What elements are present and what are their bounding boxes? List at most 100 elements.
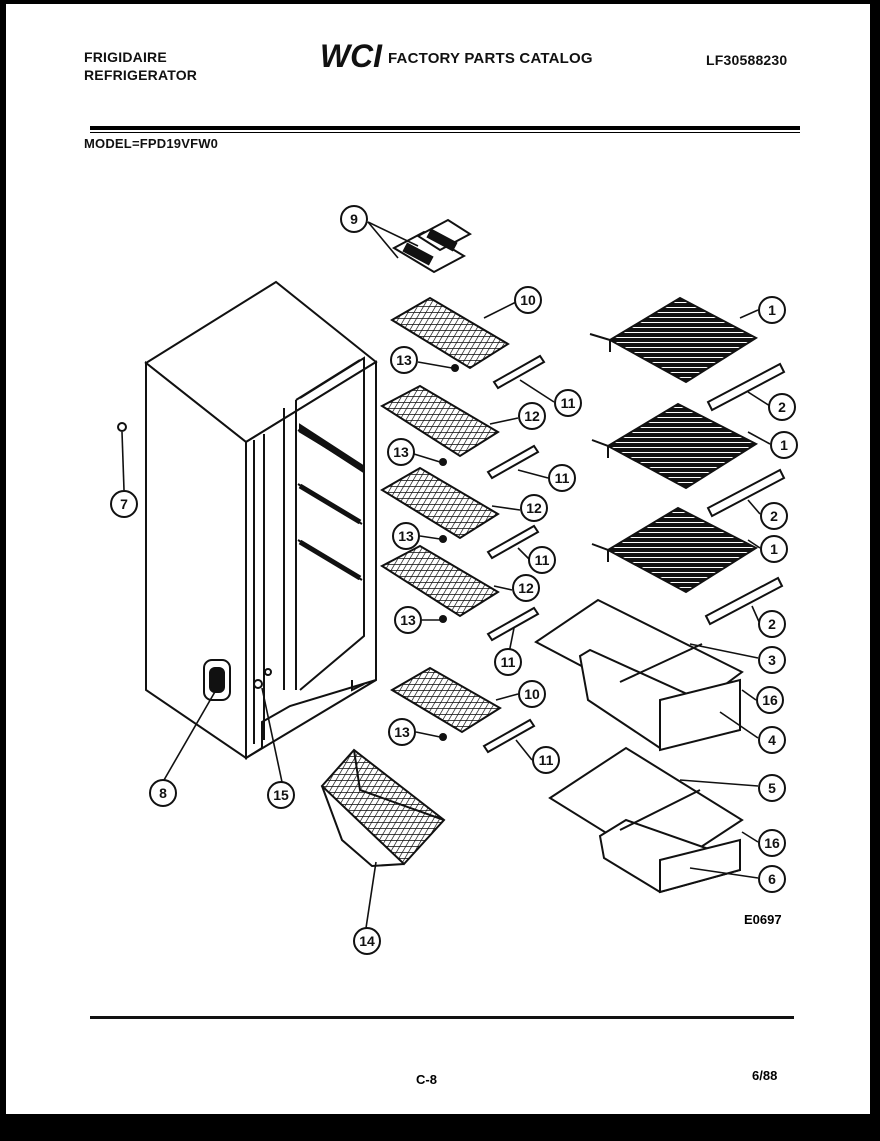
callout-1-a: 1 bbox=[758, 296, 786, 324]
callout-9-circle bbox=[340, 205, 368, 233]
diagram-code: E0697 bbox=[744, 912, 782, 927]
callout-2-c-circle bbox=[758, 610, 786, 638]
callout-1-b: 1 bbox=[770, 431, 798, 459]
callout-11-e-circle bbox=[532, 746, 560, 774]
callout-7-label: 7 bbox=[120, 496, 128, 512]
freezer-shelves bbox=[380, 218, 510, 734]
callout-15: 15 bbox=[267, 781, 295, 809]
callout-10-top-label: 10 bbox=[520, 292, 536, 308]
callout-13-a-label: 13 bbox=[396, 352, 412, 368]
freezer-basket bbox=[320, 748, 446, 868]
callout-10-bottom: 10 bbox=[518, 680, 546, 708]
callout-14-circle bbox=[353, 927, 381, 955]
callout-5-circle bbox=[758, 774, 786, 802]
light-switch bbox=[203, 659, 231, 701]
callout-1-c-label: 1 bbox=[770, 541, 778, 557]
callout-1-c: 1 bbox=[760, 535, 788, 563]
brand-block: FRIGIDAIRE REFRIGERATOR bbox=[84, 48, 197, 84]
product-type: REFRIGERATOR bbox=[84, 67, 198, 83]
callout-13-c: 13 bbox=[392, 522, 420, 550]
callout-16-a-label: 16 bbox=[762, 692, 778, 708]
callout-1-c-circle bbox=[760, 535, 788, 563]
callout-2-c: 2 bbox=[758, 610, 786, 638]
callout-11-c: 11 bbox=[528, 546, 556, 574]
revision-date: 6/88 bbox=[752, 1068, 778, 1083]
callout-10-top-circle bbox=[514, 286, 542, 314]
callout-13-b-circle bbox=[387, 438, 415, 466]
header-rule-thin bbox=[90, 132, 800, 133]
callout-13-d: 13 bbox=[394, 606, 422, 634]
callout-3-label: 3 bbox=[768, 652, 776, 668]
callout-12-c-circle bbox=[512, 574, 540, 602]
callout-2-b-circle bbox=[760, 502, 788, 530]
callout-11-a-circle bbox=[554, 389, 582, 417]
callout-16-a: 16 bbox=[756, 686, 784, 714]
callout-1-a-label: 1 bbox=[768, 302, 776, 318]
fresh-food-shelves bbox=[589, 296, 759, 594]
callout-9: 9 bbox=[340, 205, 368, 233]
crisper-assembly bbox=[534, 598, 744, 752]
callout-13-d-circle bbox=[394, 606, 422, 634]
shelf-bolts-13 bbox=[439, 364, 459, 741]
callout-3-circle bbox=[758, 646, 786, 674]
leader-lines bbox=[121, 221, 771, 929]
callout-13-b: 13 bbox=[387, 438, 415, 466]
callout-12-b-label: 12 bbox=[526, 500, 542, 516]
callout-13-b-label: 13 bbox=[393, 444, 409, 460]
callout-1-a-circle bbox=[758, 296, 786, 324]
plug-15 bbox=[253, 679, 263, 689]
page-code: C-8 bbox=[416, 1072, 437, 1087]
callout-6: 6 bbox=[758, 865, 786, 893]
callout-10-bottom-label: 10 bbox=[524, 686, 540, 702]
wci-logo-text: WCI bbox=[320, 38, 383, 72]
screw-7 bbox=[117, 422, 127, 432]
catalog-number: LF30588230 bbox=[706, 52, 788, 68]
callout-16-b-circle bbox=[758, 829, 786, 857]
callout-15-label: 15 bbox=[273, 787, 289, 803]
catalog-title: FACTORY PARTS CATALOG bbox=[388, 50, 593, 67]
callout-11-b: 11 bbox=[548, 464, 576, 492]
callout-11-d: 11 bbox=[494, 648, 522, 676]
model-number: MODEL=FPD19VFW0 bbox=[84, 136, 219, 151]
refrigerator-cabinet bbox=[144, 280, 378, 760]
wci-logo: WCI bbox=[320, 38, 383, 72]
callout-10-top: 10 bbox=[514, 286, 542, 314]
callout-3: 3 bbox=[758, 646, 786, 674]
callout-16-a-circle bbox=[756, 686, 784, 714]
meat-pan-assembly bbox=[548, 746, 744, 894]
callout-13-a: 13 bbox=[390, 346, 418, 374]
callout-6-circle bbox=[758, 865, 786, 893]
callout-11-d-label: 11 bbox=[501, 654, 516, 670]
callout-12-c-label: 12 bbox=[518, 580, 534, 596]
callout-12-a-circle bbox=[518, 402, 546, 430]
callout-11-a: 11 bbox=[554, 389, 582, 417]
callout-8: 8 bbox=[149, 779, 177, 807]
brand-name: FRIGIDAIRE bbox=[84, 49, 167, 65]
callout-1-b-label: 1 bbox=[780, 437, 788, 453]
shelf-rails-2 bbox=[704, 362, 786, 626]
callout-12-a: 12 bbox=[518, 402, 546, 430]
callout-9-label: 9 bbox=[350, 211, 358, 227]
callout-2-c-label: 2 bbox=[768, 616, 776, 632]
callout-11-b-label: 11 bbox=[555, 470, 570, 486]
callout-2-a: 2 bbox=[768, 393, 796, 421]
shelf-rails-11 bbox=[482, 354, 546, 754]
callout-13-e-label: 13 bbox=[394, 724, 410, 740]
callout-1-b-circle bbox=[770, 431, 798, 459]
callout-13-c-circle bbox=[392, 522, 420, 550]
callout-12-a-label: 12 bbox=[524, 408, 540, 424]
callout-11-b-circle bbox=[548, 464, 576, 492]
callout-13-e: 13 bbox=[388, 718, 416, 746]
callout-2-a-circle bbox=[768, 393, 796, 421]
callout-8-label: 8 bbox=[159, 785, 167, 801]
callout-11-c-label: 11 bbox=[535, 552, 550, 568]
callout-2-b-label: 2 bbox=[770, 508, 778, 524]
callout-8-circle bbox=[149, 779, 177, 807]
callout-13-a-circle bbox=[390, 346, 418, 374]
callout-11-d-circle bbox=[494, 648, 522, 676]
callout-11-e-label: 11 bbox=[539, 752, 554, 768]
callout-7-circle bbox=[110, 490, 138, 518]
callout-13-d-label: 13 bbox=[400, 612, 416, 628]
callout-16-b: 16 bbox=[758, 829, 786, 857]
